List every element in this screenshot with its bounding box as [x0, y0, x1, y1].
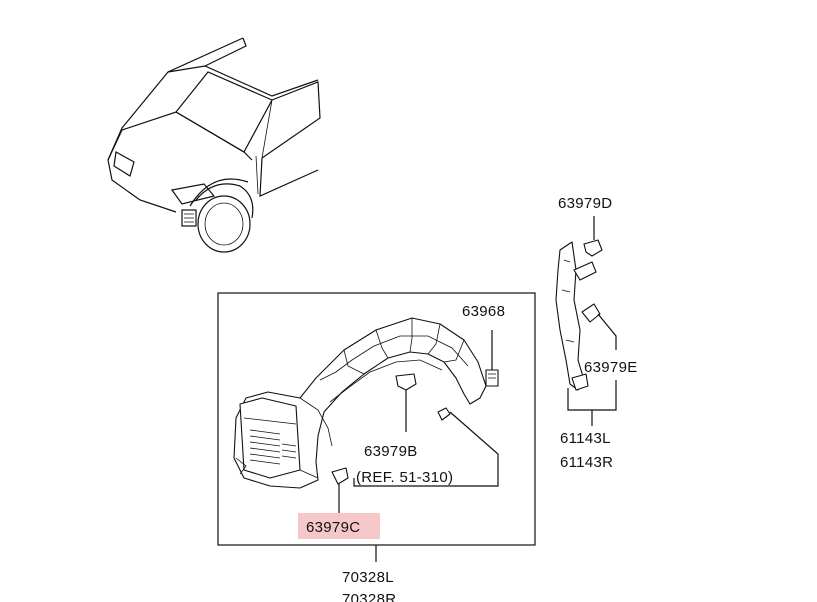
label-63979c-highlight — [298, 513, 380, 539]
clip-63979d-part — [583, 216, 603, 257]
label-61143l[interactable]: 61143L — [560, 430, 611, 447]
leader-61143 — [567, 380, 617, 426]
vehicle-sketch — [107, 37, 321, 253]
label-63968[interactable]: 63968 — [462, 303, 505, 320]
splash-bracket-part — [555, 241, 597, 391]
label-63979b[interactable]: 63979B — [364, 443, 418, 460]
clip-63968-part — [485, 330, 499, 387]
label-ref-51-310[interactable]: (REF. 51-310) — [356, 469, 453, 486]
clip-63979c-part — [331, 467, 349, 514]
fender-liner-part — [233, 317, 487, 489]
louver-grille — [249, 429, 297, 465]
label-63979e[interactable]: 63979E — [584, 359, 638, 376]
label-63979d[interactable]: 63979D — [558, 195, 612, 212]
clip-63979e-part — [581, 303, 617, 350]
label-63979c[interactable]: 63979C — [306, 519, 360, 536]
clip-63979b-part — [395, 373, 417, 432]
screw-ref-part — [353, 407, 499, 487]
label-61143r[interactable]: 61143R — [560, 454, 613, 471]
label-70328r[interactable]: 70328R — [342, 591, 396, 602]
label-70328l[interactable]: 70328L — [342, 569, 394, 586]
